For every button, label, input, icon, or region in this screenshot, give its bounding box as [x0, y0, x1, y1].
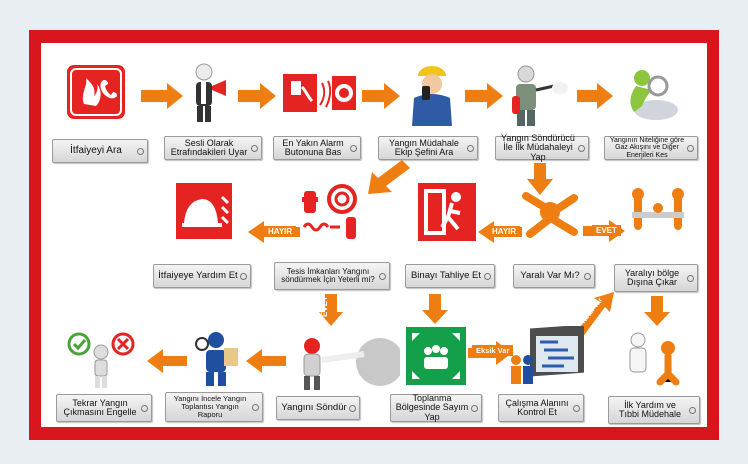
step-check-work-area: Çalışma Alanını Kontrol Et: [498, 394, 584, 422]
person-megaphone-icon: [186, 62, 230, 126]
step-label: İlk Yardım ve Tıbbi Müdehale: [618, 399, 682, 419]
step-headcount: Toplanma Bölgesinde Sayım Yap: [390, 392, 482, 422]
step-label: Çalışma Alanını Kontrol Et: [505, 397, 569, 417]
step-capacity-question: Tesis İmkanları Yangını söndürmek İçin Y…: [274, 262, 390, 290]
extinguisher-person-icon: [508, 64, 570, 128]
arrow-down: [644, 296, 670, 326]
step-cut-gas: Yangının Niteliğine göre Gaz Akışını ve …: [604, 136, 698, 160]
arrow-down-left: [368, 160, 410, 194]
valve-person-icon: [616, 66, 680, 126]
firefighter-hose-icon: [292, 334, 404, 394]
arrow-down: [527, 163, 553, 195]
arrow-right: [465, 83, 503, 109]
badge-no: HAYIR: [488, 226, 521, 237]
fire-equipment-icon: [300, 183, 364, 245]
step-investigate: Yangını İncele Yangın Toplantısı Yangın …: [165, 392, 263, 422]
step-first-aid: İlk Yardım ve Tıbbi Müdehale: [608, 396, 700, 424]
step-label: İtfaiyeyi Ara: [70, 144, 122, 156]
step-label: Yaralı Var Mı?: [520, 270, 580, 282]
work-area-check-icon: [508, 324, 586, 388]
step-label: Toplanma Bölgesinde Sayım Yap: [395, 392, 469, 422]
step-label: Tesis İmkanları Yangını söndürmek İçin Y…: [281, 266, 375, 284]
badge-yes: EVET: [592, 225, 621, 236]
step-label: En Yakın Alarm Butonuna Bas: [282, 137, 344, 157]
arrow-left: [147, 349, 187, 373]
assembly-point-icon: [406, 327, 466, 385]
fire-blanket-icon: [176, 183, 232, 239]
step-label: İtfaiyeye Yardım Et: [158, 270, 238, 282]
step-injured-question: Yaralı Var Mı?: [513, 264, 595, 288]
step-label: Yangının Niteliğine göre Gaz Akışını ve …: [609, 136, 685, 159]
arrow-right: [141, 83, 183, 109]
step-evacuate: Binayı Tahliye Et: [405, 264, 495, 288]
arrow-down: [422, 294, 448, 324]
step-label: Tekrar Yangın Çıkmasını Engelle: [63, 397, 137, 417]
step-prevent-recurrence: Tekrar Yangın Çıkmasını Engelle: [56, 394, 152, 422]
arrow-right: [238, 83, 276, 109]
inspector-icon: [194, 330, 240, 388]
arrow-right: [362, 83, 400, 109]
step-warn-people: Sesli Olarak Etrafındakileri Uyar: [164, 136, 262, 160]
badge-yes: EVET: [319, 296, 329, 317]
first-aid-icon: [618, 330, 688, 390]
step-call-team-chief: Yangın Müdahale Ekip Şefini Ara: [378, 136, 478, 160]
step-label: Binayı Tahliye Et: [410, 270, 482, 282]
step-label: Yangın Müdahale Ekip Şefini Ara: [389, 137, 459, 157]
step-label: Yaralıyı bölge Dışına Çıkar: [624, 267, 680, 287]
fire-alarm-icon: [282, 73, 358, 113]
injured-person-icon: [520, 188, 582, 238]
step-call-fire-dept: İtfaiyeyi Ara: [52, 139, 148, 163]
arrow-left: [246, 349, 286, 373]
step-help-fire-dept: İtfaiyeye Yardım Et: [153, 264, 251, 288]
step-first-response: Yangın Söndürücü İle İlk Müdahaleyi Yap: [495, 132, 589, 162]
arrow-right: [577, 83, 613, 109]
phone-fire-icon: [66, 64, 126, 120]
badge-no: HAYIR: [264, 226, 297, 237]
stretcher-carry-icon: [626, 186, 690, 244]
arrow-down-yes: EVET: [319, 294, 343, 326]
step-label: Yangın Söndürücü İle İlk Müdahaleyi Yap: [501, 132, 575, 162]
step-label: Yangını İncele Yangın Toplantısı Yangın …: [173, 394, 247, 419]
step-label: Yangını Söndür: [281, 402, 347, 414]
check-cross-person-icon: [66, 332, 136, 388]
firefighter-phone-icon: [404, 64, 460, 128]
badge-missing: Eksik Var: [472, 345, 514, 356]
arrow-diagonal-injured: Yaralı Var: [574, 292, 614, 338]
step-label: Sesli Olarak Etrafındakileri Uyar: [170, 137, 248, 157]
step-move-injured: Yaralıyı bölge Dışına Çıkar: [614, 264, 698, 292]
exit-sign-icon: [418, 183, 476, 241]
step-alarm-button: En Yakın Alarm Butonuna Bas: [273, 136, 361, 160]
step-extinguish: Yangını Söndür: [276, 396, 360, 420]
